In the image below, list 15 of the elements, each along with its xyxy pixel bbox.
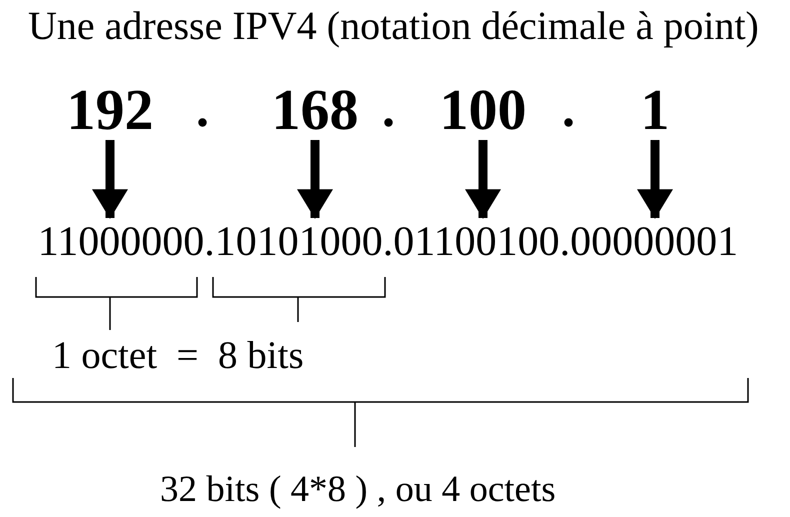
note: 1 octet = 8 bits bbox=[52, 334, 304, 378]
dot-separator: . bbox=[382, 84, 395, 136]
dot-separator: . bbox=[562, 84, 575, 136]
decimal-number: 100 bbox=[428, 84, 538, 136]
down-arrow bbox=[297, 140, 333, 219]
decimal-number: 168 bbox=[260, 84, 370, 136]
note: 32 bits ( 4*8 ) , ou 4 octets bbox=[160, 468, 556, 512]
down-arrow bbox=[465, 140, 501, 219]
down-arrow bbox=[92, 140, 128, 219]
binary-address: 11000000.10101000.01100100.00000001 bbox=[18, 218, 758, 266]
decimal-number: 1 bbox=[635, 84, 675, 136]
decimal-number: 192 bbox=[55, 84, 165, 136]
dot-separator: . bbox=[196, 84, 209, 136]
down-arrow bbox=[637, 140, 673, 219]
title: Une adresse IPV4 (notation décimale à point) bbox=[28, 2, 759, 50]
